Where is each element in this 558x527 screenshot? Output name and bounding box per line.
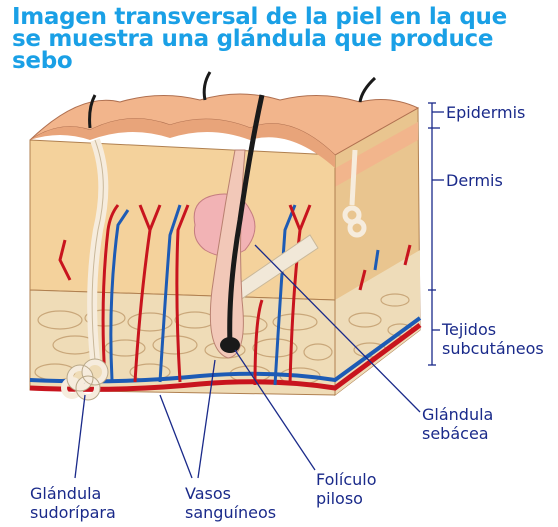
label-vessels-line-1: Vasos xyxy=(185,484,276,503)
label-subcutaneous: Tejidos subcutáneos xyxy=(442,320,544,358)
label-follicle-line-1: Folículo xyxy=(316,470,376,489)
hair-2 xyxy=(204,72,210,100)
label-sweat-line-2: sudorípara xyxy=(30,503,116,522)
label-epidermis: Epidermis xyxy=(446,103,525,122)
label-sweat-gland: Glándula sudorípara xyxy=(30,484,116,522)
label-hair-follicle: Folículo piloso xyxy=(316,470,376,508)
label-sebaceous-line-1: Glándula xyxy=(422,405,493,424)
label-follicle-line-2: piloso xyxy=(316,489,376,508)
label-sweat-line-1: Glándula xyxy=(30,484,116,503)
label-dermis: Dermis xyxy=(446,171,503,190)
label-subcutaneous-line-1: Tejidos xyxy=(442,320,544,339)
label-blood-vessels: Vasos sanguíneos xyxy=(185,484,276,522)
label-sebaceous-gland: Glándula sebácea xyxy=(422,405,493,443)
hair-3 xyxy=(360,78,375,102)
label-sebaceous-line-2: sebácea xyxy=(422,424,493,443)
label-subcutaneous-line-2: subcutáneos xyxy=(442,339,544,358)
label-vessels-line-2: sanguíneos xyxy=(185,503,276,522)
